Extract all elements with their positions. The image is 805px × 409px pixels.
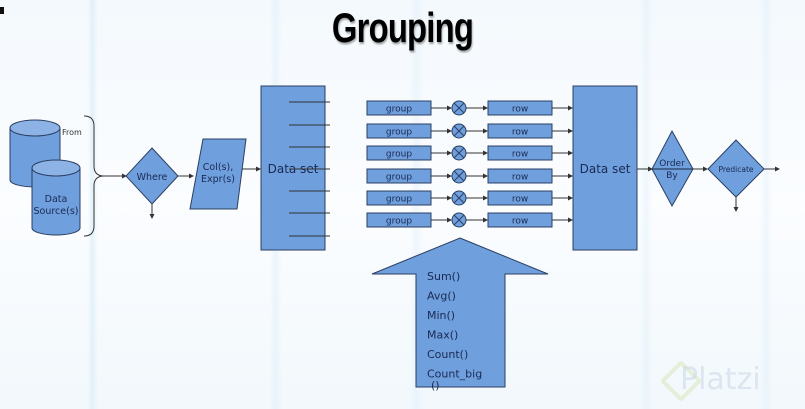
group-label: group <box>386 150 412 160</box>
data-source-label-2: Source(s) <box>34 206 79 217</box>
aggregate-multiply-icon <box>451 145 467 161</box>
aggregates-up-arrow <box>371 237 549 388</box>
group-label: group <box>386 217 412 227</box>
order-by-label-2: By <box>666 171 678 181</box>
group-label: group <box>386 195 412 205</box>
columns-label-1: Col(s), <box>203 162 233 173</box>
where-label: Where <box>137 172 168 183</box>
group-label: group <box>386 173 412 183</box>
predicate-label: Predicate <box>718 165 753 174</box>
aggregate-function-label: Count_big <box>427 368 482 381</box>
order-by-label-1: Order <box>659 159 685 169</box>
columns-label-2: Expr(s) <box>201 174 235 185</box>
group-label: group <box>386 105 412 115</box>
row-label: row <box>512 128 528 138</box>
aggregate-function-label: Avg() <box>427 290 456 303</box>
data-source-label-1: Data <box>45 194 68 205</box>
dataset-out-label: Data set <box>580 162 631 176</box>
aggregate-function-label: Min() <box>427 309 455 322</box>
platzi-watermark: Platzi <box>680 362 761 397</box>
aggregate-multiply-icon <box>451 212 467 228</box>
data-source-cylinder-front <box>31 159 81 236</box>
aggregate-multiply-icon <box>451 123 467 139</box>
row-label: row <box>512 150 528 160</box>
aggregate-function-label: Sum() <box>427 270 460 283</box>
aggregate-function-label: Max() <box>427 329 458 342</box>
aggregate-function-label: Count() <box>427 348 468 361</box>
row-label: row <box>512 195 528 205</box>
group-label: group <box>386 128 412 138</box>
aggregate-multiply-icon <box>451 190 467 206</box>
page-title: Grouping <box>331 4 474 51</box>
aggregate-function-label: () <box>431 379 440 392</box>
row-label: row <box>512 105 528 115</box>
dataset-out-box <box>572 85 638 251</box>
columns-parallelogram <box>189 138 247 210</box>
from-label: From <box>62 128 82 137</box>
row-label: row <box>512 217 528 227</box>
row-label: row <box>512 173 528 183</box>
from-brace <box>83 115 105 237</box>
aggregate-multiply-icon <box>451 168 467 184</box>
corner-mark <box>0 7 4 14</box>
aggregate-multiply-icon <box>451 100 467 116</box>
dataset-in-box <box>260 85 326 251</box>
